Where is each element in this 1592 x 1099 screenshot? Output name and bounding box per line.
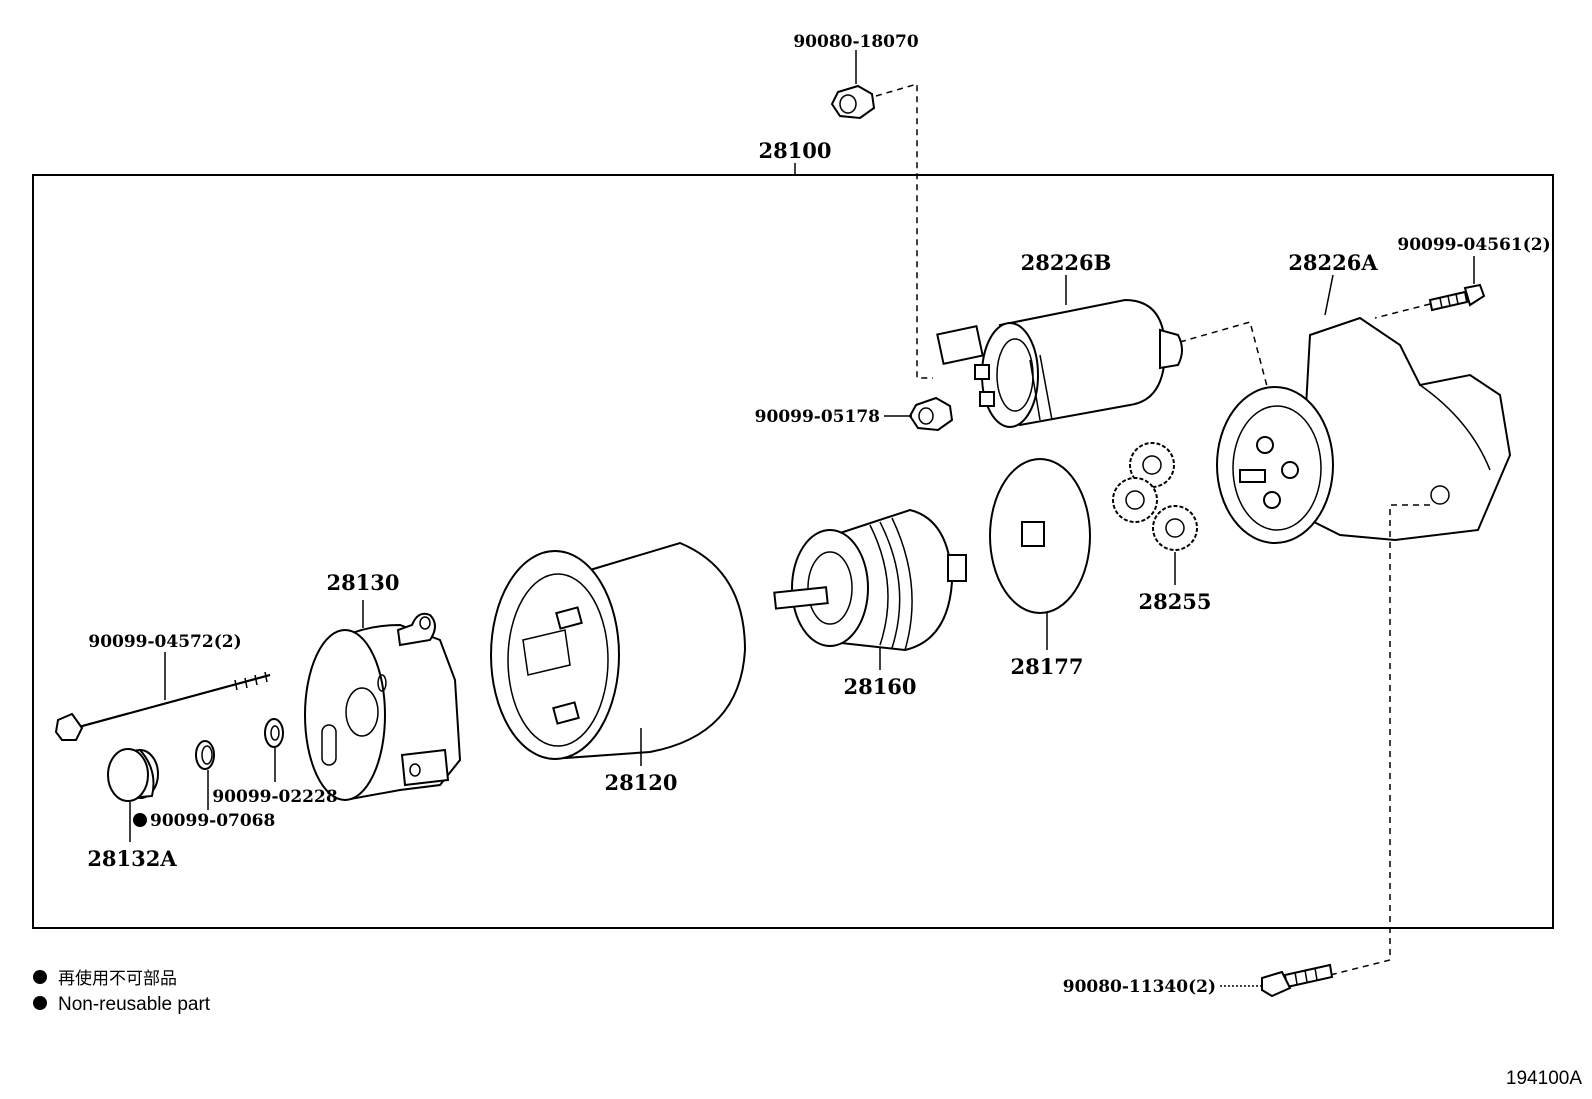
assembly-label: 28100: [758, 138, 831, 163]
seal-label: 90099-07068: [150, 811, 275, 831]
bolt-bottom-dashed-path: [1329, 504, 1430, 976]
housing-leader: [1324, 274, 1334, 316]
legend-dot-jp: [33, 970, 47, 984]
legend-jp: 再使用不可部品: [58, 968, 177, 988]
nut-mid-label: 90099-05178: [755, 407, 880, 427]
seal-non-reusable-dot: [133, 813, 147, 827]
end-cap[interactable]: [107, 748, 159, 802]
yoke[interactable]: [490, 541, 747, 760]
legend-en: Non-reusable part: [58, 994, 211, 1015]
nut-top[interactable]: [830, 84, 876, 120]
through-bolt[interactable]: [54, 671, 271, 741]
assembly-frame: [32, 174, 1554, 929]
nut-top-label: 90080-18070: [793, 32, 919, 52]
armature[interactable]: [773, 508, 967, 652]
diagram-code: 194100A: [1506, 1068, 1582, 1089]
solenoid-switch[interactable]: [936, 298, 1183, 428]
bolt-bottom[interactable]: [1261, 963, 1334, 998]
solenoid-label: 28226B: [1021, 250, 1112, 275]
nut-mid[interactable]: [908, 396, 954, 432]
gears-label: 28255: [1138, 589, 1211, 614]
solenoid-dashed-path: [1179, 321, 1269, 391]
seal-ring[interactable]: [195, 740, 215, 770]
bolt-top-right[interactable]: [1428, 283, 1486, 312]
planetary-gears[interactable]: [1112, 442, 1198, 551]
plate-label: 28177: [1010, 654, 1083, 679]
bolt-top-right-dashed-path: [1374, 303, 1431, 319]
legend-dot-en: [33, 996, 47, 1010]
bolt-top-right-label: 90099-04561(2): [1397, 235, 1550, 255]
yoke-label: 28120: [604, 770, 677, 795]
end-frame[interactable]: [304, 612, 462, 802]
through-bolt-label: 90099-04572(2): [88, 632, 241, 652]
oring-label: 90099-02228: [212, 787, 337, 807]
drive-housing[interactable]: [1216, 316, 1512, 544]
center-plate[interactable]: [989, 458, 1091, 614]
end-frame-label: 28130: [326, 570, 399, 595]
cap-label: 28132A: [87, 846, 177, 871]
nut-top-dashed-path: [875, 82, 933, 379]
housing-label: 28226A: [1288, 250, 1378, 275]
bolt-bottom-label: 90080-11340(2): [1063, 977, 1216, 997]
armature-label: 28160: [843, 674, 916, 699]
o-ring[interactable]: [264, 718, 284, 748]
